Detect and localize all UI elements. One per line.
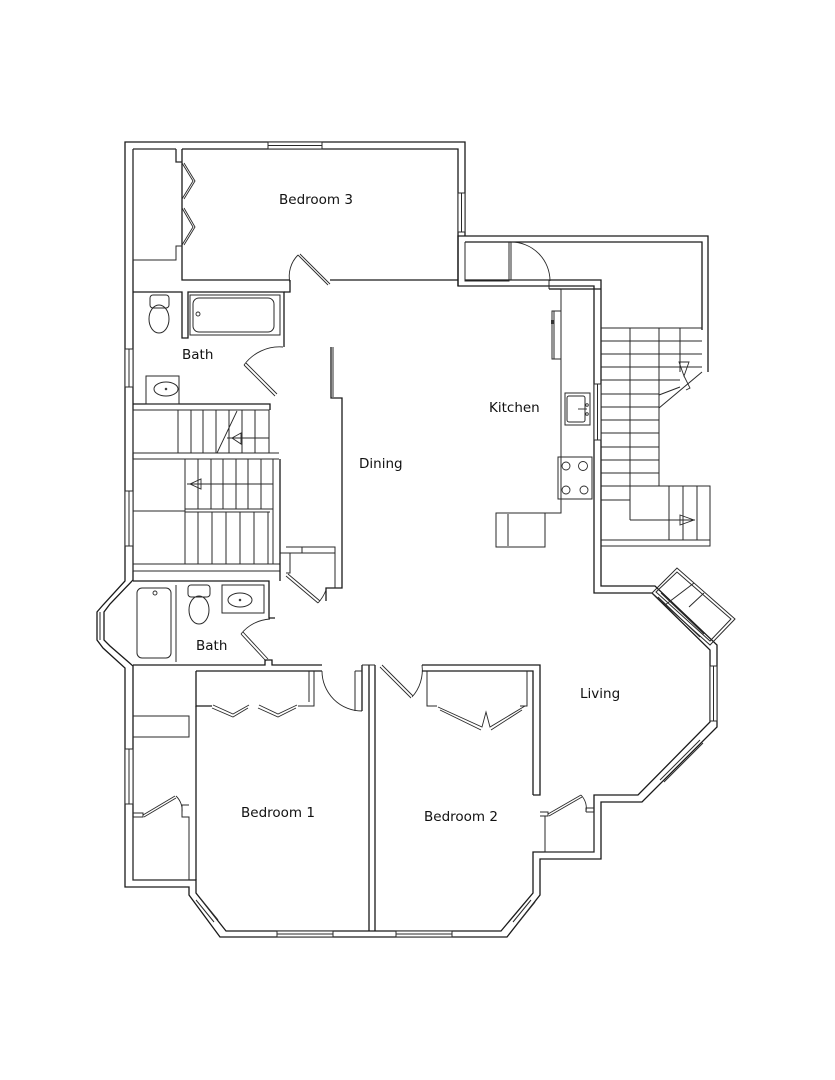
label-bath-upper: Bath — [182, 347, 213, 363]
bedroom-3-walls — [132, 148, 465, 286]
right-stairs — [601, 327, 711, 547]
label-kitchen: Kitchen — [489, 400, 540, 416]
bay-seat — [651, 567, 736, 646]
dining-closet — [280, 347, 343, 604]
label-dining: Dining — [359, 456, 403, 472]
stair-treads-right — [601, 340, 703, 540]
upper-bath — [133, 280, 291, 410]
lower-bath — [133, 580, 322, 666]
left-stairs — [132, 409, 281, 581]
label-bedroom-3: Bedroom 3 — [279, 192, 353, 208]
bedroom-1-walls — [132, 664, 376, 931]
kitchen-fixtures — [495, 289, 593, 548]
label-bath-lower: Bath — [196, 638, 227, 654]
pantry — [464, 235, 709, 372]
label-living: Living — [580, 686, 620, 702]
label-bedroom-1: Bedroom 1 — [241, 805, 315, 821]
bedroom-2-walls — [379, 664, 595, 853]
windows — [99, 141, 718, 938]
room-labels: Bedroom 3 Bath Kitchen Dining Bath Livin… — [182, 192, 620, 825]
label-bedroom-2: Bedroom 2 — [424, 809, 498, 825]
